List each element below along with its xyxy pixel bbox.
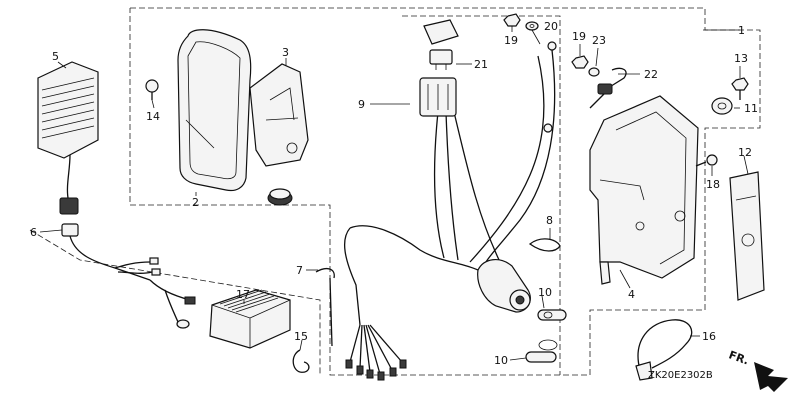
control-panel-bracket — [589, 95, 699, 285]
collar-10-upper — [537, 309, 567, 321]
callout-19-right: 19 — [572, 30, 586, 43]
callout-1: 1 — [738, 24, 745, 37]
callout-13: 13 — [734, 52, 748, 65]
main-wire-harness — [343, 41, 557, 381]
callout-18: 18 — [706, 178, 720, 191]
callout-labels: 1 2 3 4 5 6 7 8 9 10 10 11 12 13 14 15 1… — [30, 20, 758, 367]
collar-10-lower — [525, 339, 558, 363]
clamp-11 — [711, 97, 733, 115]
callout-6: 6 — [30, 226, 37, 239]
callout-19-left: 19 — [504, 34, 518, 47]
callout-14: 14 — [146, 110, 160, 123]
assembly-outline-left — [29, 229, 321, 375]
callout-12: 12 — [738, 146, 752, 159]
bracket-3 — [249, 63, 309, 167]
leader-lines — [39, 26, 749, 361]
callout-5: 5 — [52, 50, 59, 63]
diagram-code: ZK20E2302B — [648, 370, 713, 381]
terminal-lead-22 — [589, 67, 627, 109]
clip-8 — [528, 238, 561, 252]
callout-23: 23 — [592, 34, 606, 47]
callout-21: 21 — [474, 58, 488, 71]
fuse-21 — [429, 49, 453, 70]
wire-clamp-15 — [292, 349, 310, 373]
starter-solenoid — [477, 259, 531, 313]
nut-19-right — [571, 55, 589, 69]
inverter-unit — [209, 289, 291, 349]
front-direction-indicator: FR. — [727, 348, 788, 392]
regulator-rectifier — [37, 61, 99, 215]
callout-4: 4 — [628, 288, 635, 301]
bolt-13 — [731, 77, 749, 100]
callout-10-upper: 10 — [538, 286, 552, 299]
callout-16: 16 — [702, 330, 716, 343]
callout-22: 22 — [644, 68, 658, 81]
sub-wire-harness — [61, 223, 196, 329]
callout-2: 2 — [192, 196, 199, 209]
washer-23 — [588, 67, 600, 77]
grommet — [267, 188, 293, 206]
fuse-cover — [423, 19, 459, 45]
callout-17: 17 — [236, 288, 250, 301]
callout-10-lower: 10 — [494, 354, 508, 367]
callout-11: 11 — [744, 102, 758, 115]
screw-18 — [695, 154, 718, 167]
control-box-cover — [177, 29, 252, 192]
bolt-14 — [145, 79, 159, 100]
callout-7: 7 — [296, 264, 303, 277]
clip-7 — [315, 267, 335, 347]
nut-19-left — [503, 13, 521, 27]
assembly-outline-inner — [402, 15, 561, 375]
callout-3: 3 — [282, 46, 289, 59]
callout-8: 8 — [546, 214, 553, 227]
callout-15: 15 — [294, 330, 308, 343]
front-label: FR. — [727, 348, 751, 367]
cable-band-16 — [635, 319, 693, 381]
front-arrow-icon — [754, 362, 788, 392]
label-plate-12 — [729, 171, 765, 301]
washer-20 — [525, 21, 539, 31]
callout-9: 9 — [358, 98, 365, 111]
callout-20: 20 — [544, 20, 558, 33]
